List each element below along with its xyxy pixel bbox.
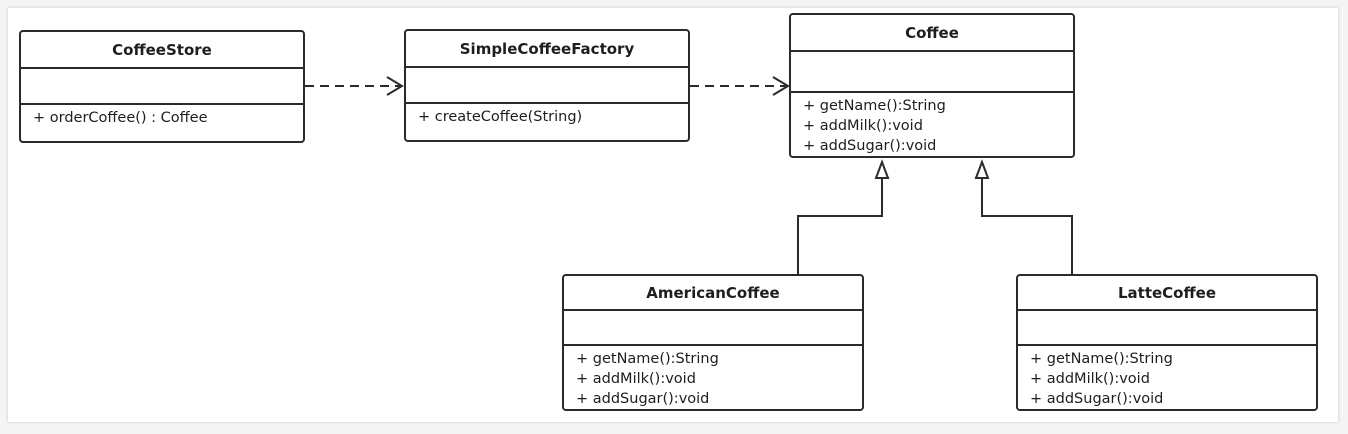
methods-compartment: + createCoffee(String) [406, 104, 688, 140]
method: + orderCoffee() : Coffee [33, 110, 208, 126]
inheritance-arrow-latte-to-coffee [974, 159, 1073, 274]
method: + getName():String [803, 98, 946, 114]
method: + getName():String [1030, 351, 1173, 367]
class-american-coffee[interactable]: AmericanCoffee + getName():String + addM… [562, 274, 864, 411]
method: + addMilk():void [1030, 371, 1150, 387]
method: + addSugar():void [803, 138, 937, 154]
class-coffee[interactable]: Coffee + getName():String + addMilk():vo… [789, 13, 1075, 158]
methods-compartment: + getName():String + addMilk():void + ad… [1018, 346, 1316, 409]
inheritance-arrow-american-to-coffee [797, 159, 890, 274]
method: + addMilk():void [576, 371, 696, 387]
class-simple-coffee-factory[interactable]: SimpleCoffeeFactory + createCoffee(Strin… [404, 29, 690, 142]
class-latte-coffee[interactable]: LatteCoffee + getName():String + addMilk… [1016, 274, 1318, 411]
method: + addSugar():void [1030, 391, 1164, 407]
class-name: Coffee [791, 15, 1073, 52]
attributes-compartment [21, 69, 303, 105]
method: + addSugar():void [576, 391, 710, 407]
class-name: AmericanCoffee [564, 276, 862, 312]
method: + getName():String [576, 351, 719, 367]
attributes-compartment [791, 52, 1073, 93]
attributes-compartment [406, 68, 688, 104]
class-name: SimpleCoffeeFactory [406, 31, 688, 68]
methods-compartment: + getName():String + addMilk():void + ad… [564, 346, 862, 409]
dependency-arrow-factory-to-coffee [690, 76, 790, 96]
method: + addMilk():void [803, 118, 923, 134]
methods-compartment: + orderCoffee() : Coffee [21, 105, 303, 141]
class-name: CoffeeStore [21, 32, 303, 69]
method: + createCoffee(String) [418, 109, 583, 125]
attributes-compartment [564, 311, 862, 346]
class-coffee-store[interactable]: CoffeeStore + orderCoffee() : Coffee [19, 30, 305, 143]
dependency-arrow-store-to-factory [305, 76, 404, 96]
attributes-compartment [1018, 311, 1316, 346]
class-name: LatteCoffee [1018, 276, 1316, 312]
methods-compartment: + getName():String + addMilk():void + ad… [791, 93, 1073, 156]
